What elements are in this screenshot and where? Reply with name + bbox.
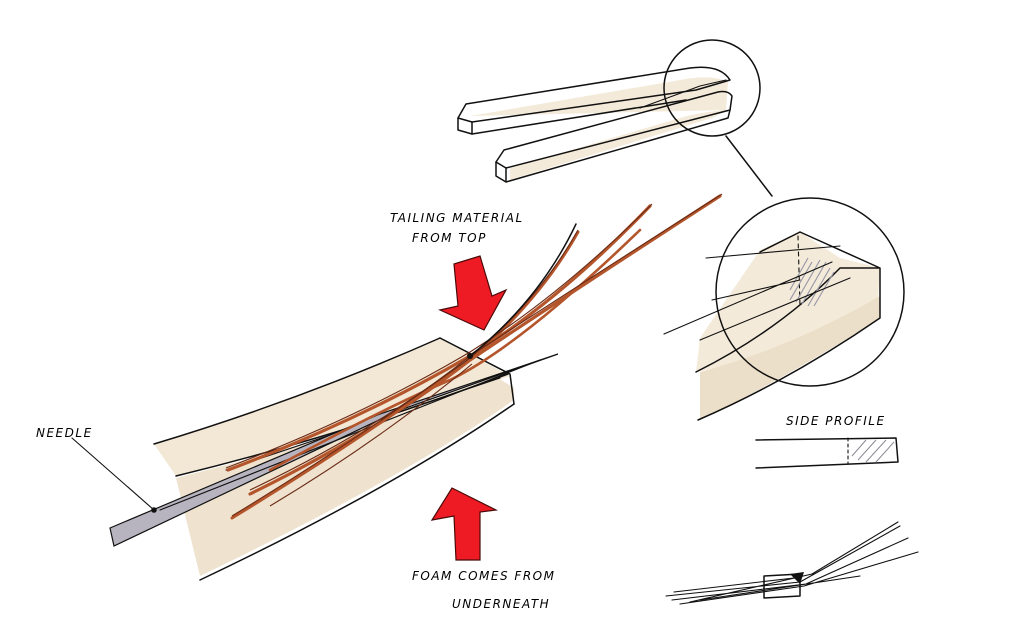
magnified-thread-lines	[663, 245, 851, 341]
tailing-label-line2: from top	[412, 231, 487, 245]
u-strip-upper-bottom	[471, 99, 687, 135]
u-strip-cut-line	[639, 79, 727, 109]
magnified-foam-fill	[696, 232, 880, 372]
main-foam-bottom-edge	[199, 403, 515, 581]
thread-ink-curve	[469, 223, 577, 357]
u-strip-lower-arm	[495, 90, 733, 169]
needle-body	[109, 353, 559, 547]
small-needle-sketch	[665, 521, 919, 605]
magnified-dashed-cut	[797, 235, 801, 307]
main-foam-corner	[439, 337, 515, 405]
side-profile-hatch	[851, 439, 895, 463]
down-arrow-icon	[438, 255, 508, 331]
magnified-detail	[663, 197, 905, 421]
small-sketch-lines	[665, 521, 919, 605]
u-strip-upper-arm	[457, 66, 731, 123]
tailing-label-line1: Tailing material	[390, 211, 524, 225]
foam-label-line1: Foam comes from	[412, 569, 555, 583]
side-profile-diagram	[755, 437, 899, 469]
small-sketch-dot	[790, 572, 804, 584]
main-foam-side-fill	[176, 378, 514, 576]
tailing-threads	[225, 193, 723, 520]
u-strip-upper-face	[457, 117, 473, 135]
main-foam-top-edge	[153, 337, 441, 445]
detail-circle-large	[715, 197, 905, 387]
thread-dark-2	[231, 229, 579, 517]
side-profile-rect	[755, 437, 899, 469]
needle-label: Needle	[36, 426, 93, 440]
small-sketch-box	[763, 573, 801, 599]
up-arrow-icon	[430, 487, 499, 561]
u-foam-strip	[457, 39, 761, 183]
detail-connector-line	[725, 135, 773, 197]
needle	[71, 353, 559, 547]
thread-crossing-point	[467, 353, 473, 359]
thread-3	[230, 230, 580, 520]
needle-centerline	[159, 359, 541, 511]
thread-4	[268, 228, 642, 472]
main-foam-top-fill	[154, 338, 510, 476]
u-strip-lower-face	[495, 109, 731, 183]
magnified-hatch	[789, 257, 835, 307]
detail-circle-small	[663, 39, 761, 137]
magnified-foam-side	[700, 296, 880, 420]
side-profile-label: Side profile	[786, 414, 886, 428]
foam-label-line2: underneath	[452, 597, 550, 611]
needle-leader-line	[71, 437, 155, 511]
